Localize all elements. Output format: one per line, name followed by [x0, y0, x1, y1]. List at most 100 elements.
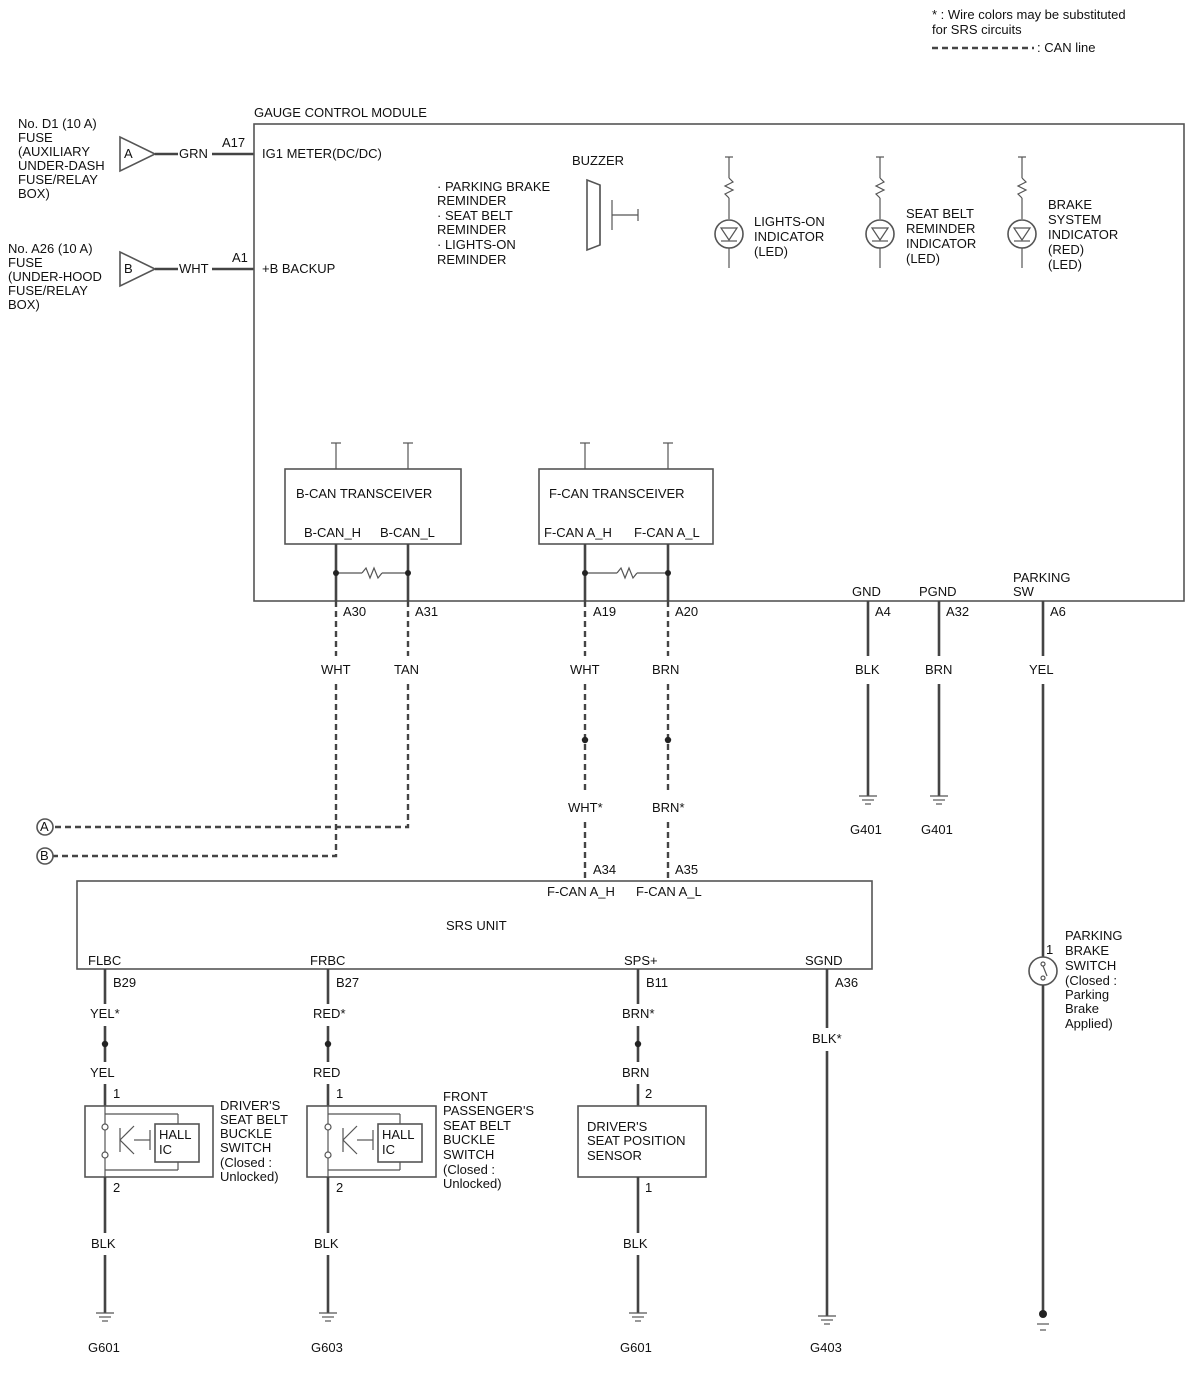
b-can-l-label: B-CAN_L — [380, 525, 435, 540]
parking-sw-terminal-1: PARKING — [1013, 570, 1071, 585]
pin-a32: A32 — [946, 604, 969, 619]
ground-g403-icon — [818, 1315, 836, 1325]
fuse-b-label: No. A26 (10 A) FUSE (UNDER-HOOD FUSE/REL… — [8, 241, 106, 312]
buzzer-icon: BUZZER — [572, 153, 639, 252]
gauge-control-module: GAUGE CONTROL MODULE IG1 METER(DC/DC) +B… — [253, 105, 1185, 602]
seat-sensor-pin-bottom: 1 — [645, 1180, 652, 1195]
srs-fcan-l: F-CAN A_L — [636, 884, 702, 899]
srs-flbc: FLBC — [88, 953, 121, 968]
driver-seat-position-sensor: 2 DRIVER'S SEAT POSITION SENSOR 1 BLK — [577, 1086, 707, 1313]
pass-switch-ground-wire: BLK — [314, 1236, 339, 1251]
pass-switch-pin-1: 1 — [336, 1086, 343, 1101]
gauge-terminal-b-backup: +B BACKUP — [262, 261, 335, 276]
srs-sps: SPS+ — [624, 953, 658, 968]
a19-wire-color: WHT — [570, 662, 600, 677]
gauge-module-title: GAUGE CONTROL MODULE — [254, 105, 427, 120]
buzzer-label: BUZZER — [572, 153, 624, 168]
frbc-wire-color: RED — [313, 1065, 340, 1080]
brake-system-led-icon — [1007, 156, 1037, 268]
parking-brake-body-ground-icon — [1039, 1310, 1047, 1318]
ground-g601-a-icon — [96, 1312, 114, 1322]
pin-b27: B27 — [336, 975, 359, 990]
parking-brake-switch-label: PARKING BRAKE SWITCH (Closed : Parking B… — [1065, 928, 1126, 1031]
connector-a-icon — [36, 818, 54, 836]
a32-wire-color: BRN — [925, 662, 952, 677]
fuse-a-connector-icon — [119, 135, 157, 173]
front-passenger-seat-belt-buckle-switch: 1 HALL IC 2 FRONT PASSENGER'S SEAT BELT — [306, 1086, 538, 1313]
a19-wire-sub-color: WHT* — [568, 800, 603, 815]
f-can-h-splice — [581, 736, 589, 744]
parking-brake-switch-icon — [1028, 956, 1058, 986]
pin-a4: A4 — [875, 604, 891, 619]
sgnd-wire-color: BLK* — [812, 1031, 842, 1046]
fuse-b: No. A26 (10 A) FUSE (UNDER-HOOD FUSE/REL… — [8, 241, 254, 312]
driver-switch-pin-2: 2 — [113, 1180, 120, 1195]
bottom-grounds: G601 G603 G601 G403 — [88, 1312, 842, 1355]
parking-sw-terminal-2: SW — [1013, 584, 1035, 599]
pin-a19: A19 — [593, 604, 616, 619]
ground-g401-a-label: G401 — [850, 822, 882, 837]
ground-g601-b-label: G601 — [620, 1340, 652, 1355]
pass-switch-hall-text-1: HALL — [382, 1127, 415, 1142]
srs-unit-box — [76, 880, 873, 970]
pin-a34: A34 — [593, 862, 616, 877]
f-can-title: F-CAN TRANSCEIVER — [549, 486, 685, 501]
pin-a35: A35 — [675, 862, 698, 877]
seat-belt-led-label: SEAT BELT REMINDER INDICATOR (LED) — [906, 206, 980, 266]
pass-switch-pin-2: 2 — [336, 1180, 343, 1195]
f-can-h-label: F-CAN A_H — [544, 525, 612, 540]
ground-g401-b-icon — [930, 795, 948, 805]
a31-wire-color: TAN — [394, 662, 419, 677]
ground-g401-b-label: G401 — [921, 822, 953, 837]
b-can-transceiver: B-CAN TRANSCEIVER B-CAN_H B-CAN_L — [284, 442, 462, 601]
seat-sensor-ground-wire: BLK — [623, 1236, 648, 1251]
pin-a20: A20 — [675, 604, 698, 619]
frbc-wire-sub-color: RED* — [313, 1006, 346, 1021]
srs-fcan-h: F-CAN A_H — [547, 884, 615, 899]
pin-b11: B11 — [646, 975, 668, 990]
driver-switch-hall-text-2: IC — [159, 1142, 172, 1157]
legend-can-line-label: : CAN line — [1037, 40, 1096, 55]
pin-b29: B29 — [113, 975, 136, 990]
fuse-a-tag: A — [124, 146, 133, 161]
srs-sgnd: SGND — [805, 953, 843, 968]
flbc-wire-sub-color: YEL* — [90, 1006, 120, 1021]
seat-sensor-label: DRIVER'S SEAT POSITION SENSOR — [587, 1119, 689, 1163]
pass-switch-label: FRONT PASSENGER'S SEAT BELT BUCKLE SWITC… — [443, 1089, 538, 1191]
fuse-a-wire-color: GRN — [179, 146, 208, 161]
hall-ic-icon — [101, 1106, 200, 1177]
connector-b-icon — [36, 847, 54, 865]
srs-frbc: FRBC — [310, 953, 345, 968]
fuse-b-tag: B — [124, 261, 133, 276]
fuse-a: No. D1 (10 A) FUSE (AUXILIARY UNDER-DASH… — [18, 116, 254, 201]
can-wiring: A30 A31 A19 A20 WHT TAN A B WHT WHT* BRN… — [36, 601, 698, 881]
sps-wire-sub-color: BRN* — [622, 1006, 655, 1021]
f-can-l-label: F-CAN A_L — [634, 525, 700, 540]
a20-wire-color: BRN — [652, 662, 679, 677]
ground-g603-label: G603 — [311, 1340, 343, 1355]
b-can-title: B-CAN TRANSCEIVER — [296, 486, 432, 501]
seat-belt-led-icon — [865, 156, 895, 268]
gnd-terminal: GND — [852, 584, 881, 599]
pass-switch-hall-text-2: IC — [382, 1142, 395, 1157]
srs-unit-title: SRS UNIT — [446, 918, 507, 933]
connector-b-label: B — [40, 848, 49, 863]
fuse-a-label: No. D1 (10 A) FUSE (AUXILIARY UNDER-DASH… — [18, 116, 108, 201]
a4-wire-color: BLK — [855, 662, 880, 677]
brake-system-led-label: BRAKE SYSTEM INDICATOR (RED) (LED) — [1048, 197, 1122, 272]
gauge-ground-wiring: A4 BLK G401 A32 BRN G401 A6 YEL 1 — [850, 601, 1126, 1331]
a6-wire-color: YEL — [1029, 662, 1054, 677]
ground-g403-label: G403 — [810, 1340, 842, 1355]
a30-wire-color: WHT — [321, 662, 351, 677]
srs-lower-wiring: YEL* YEL RED* RED BRN* BRN BLK* — [90, 969, 842, 1316]
legend-asterisk-note-2: for SRS circuits — [932, 22, 1022, 37]
legend: * : Wire colors may be substituted for S… — [932, 7, 1126, 55]
connector-a-label: A — [40, 819, 49, 834]
reminders-label: · PARKING BRAKE REMINDER · SEAT BELT REM… — [437, 179, 554, 267]
f-can-l-splice — [664, 736, 672, 744]
ground-g401-a-icon — [859, 795, 877, 805]
driver-switch-ground-wire: BLK — [91, 1236, 116, 1251]
pin-a36: A36 — [835, 975, 858, 990]
hall-ic-icon — [324, 1106, 423, 1177]
parking-brake-switch-pin: 1 — [1046, 942, 1053, 957]
